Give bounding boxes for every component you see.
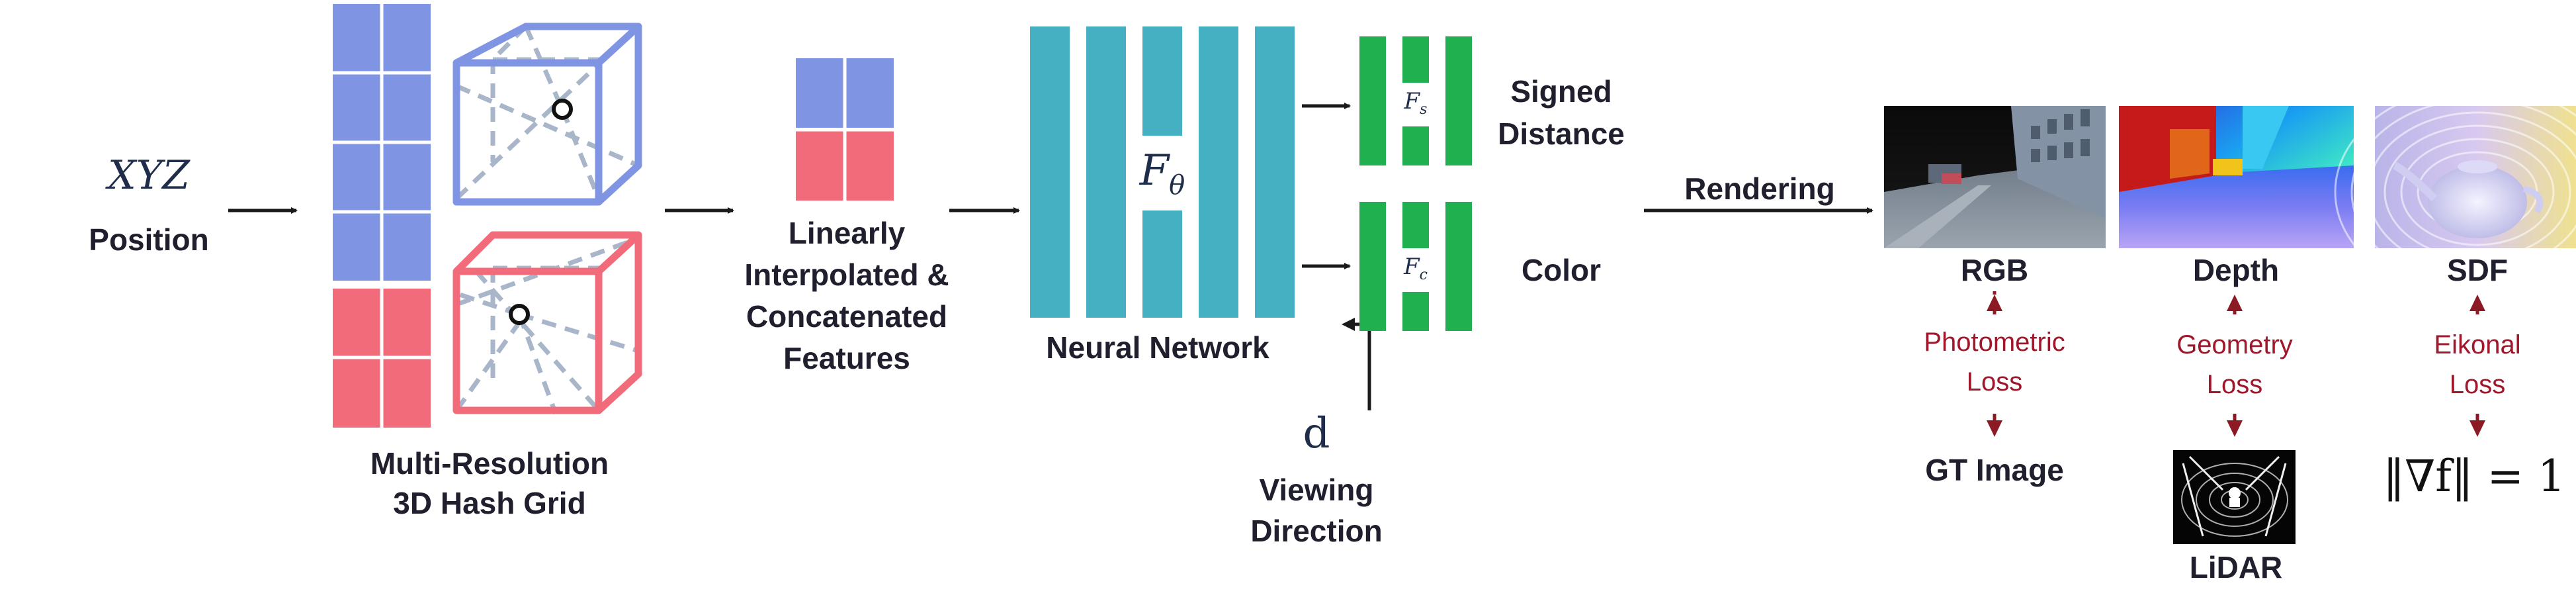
lidar-label: LiDAR bbox=[2189, 550, 2283, 584]
depth-image bbox=[2119, 106, 2354, 248]
fine-sample-point bbox=[509, 304, 530, 325]
rgb-label: RGB bbox=[1960, 253, 2029, 287]
depth-label: Depth bbox=[2192, 253, 2280, 287]
fine-grid-cube bbox=[452, 231, 642, 415]
eikonal-loss-line1: Eikonal bbox=[2434, 330, 2521, 359]
feature-vector bbox=[796, 58, 894, 201]
hash-grid-label-line1: Multi-Resolution bbox=[370, 446, 609, 481]
arrow-view-to-color-head bbox=[1350, 322, 1371, 410]
coarse-sample-point bbox=[552, 99, 573, 120]
eikonal-equation: ‖∇f‖ = 1 bbox=[2383, 451, 2565, 502]
lidar-image bbox=[2173, 450, 2296, 544]
sdf-label: SDF bbox=[2447, 253, 2508, 287]
geometry-loss-line2: Loss bbox=[2206, 370, 2263, 399]
rendering-label: Rendering bbox=[1684, 171, 1835, 206]
rgb-image bbox=[1884, 106, 2106, 248]
view-label-line2: Direction bbox=[1250, 514, 1383, 548]
photometric-loss-arrow bbox=[1987, 295, 2002, 437]
view-label-line1: Viewing bbox=[1259, 473, 1374, 507]
sdf-head-symbol: Fs bbox=[1401, 85, 1430, 126]
photometric-loss-line2: Loss bbox=[1966, 367, 2023, 396]
gt-image-label: GT Image bbox=[1925, 453, 2064, 487]
view-symbol: d bbox=[1303, 409, 1330, 458]
sdf-head-label-line1: Signed bbox=[1510, 74, 1612, 109]
coarse-grid-cube bbox=[452, 23, 642, 206]
features-label-line3: Concatenated bbox=[746, 299, 948, 334]
color-head bbox=[1359, 202, 1472, 331]
position-label: Position bbox=[89, 222, 209, 257]
features-label-line2: Interpolated & bbox=[744, 257, 949, 292]
sdf-image bbox=[2334, 85, 2576, 299]
color-head-label: Color bbox=[1521, 253, 1602, 287]
hash-grid-label-line2: 3D Hash Grid bbox=[393, 486, 586, 520]
geometry-loss-arrow bbox=[2227, 295, 2243, 437]
network-label: Neural Network bbox=[1046, 330, 1269, 365]
features-label-line1: Linearly bbox=[788, 216, 906, 250]
eikonal-loss-line2: Loss bbox=[2449, 370, 2506, 399]
color-head-symbol: Fc bbox=[1401, 250, 1430, 292]
eikonal-loss-arrow bbox=[2469, 295, 2485, 437]
network-layers bbox=[1030, 26, 1295, 318]
network-symbol: Fθ bbox=[1139, 146, 1185, 201]
photometric-loss-line1: Photometric bbox=[1924, 328, 2065, 357]
sdf-head bbox=[1359, 36, 1472, 165]
geometry-loss-line1: Geometry bbox=[2176, 330, 2293, 359]
features-label-line4: Features bbox=[783, 341, 910, 375]
position-symbol: XYZ bbox=[107, 152, 190, 199]
hash-table-column bbox=[333, 4, 431, 428]
sdf-head-label-line2: Distance bbox=[1498, 116, 1625, 151]
